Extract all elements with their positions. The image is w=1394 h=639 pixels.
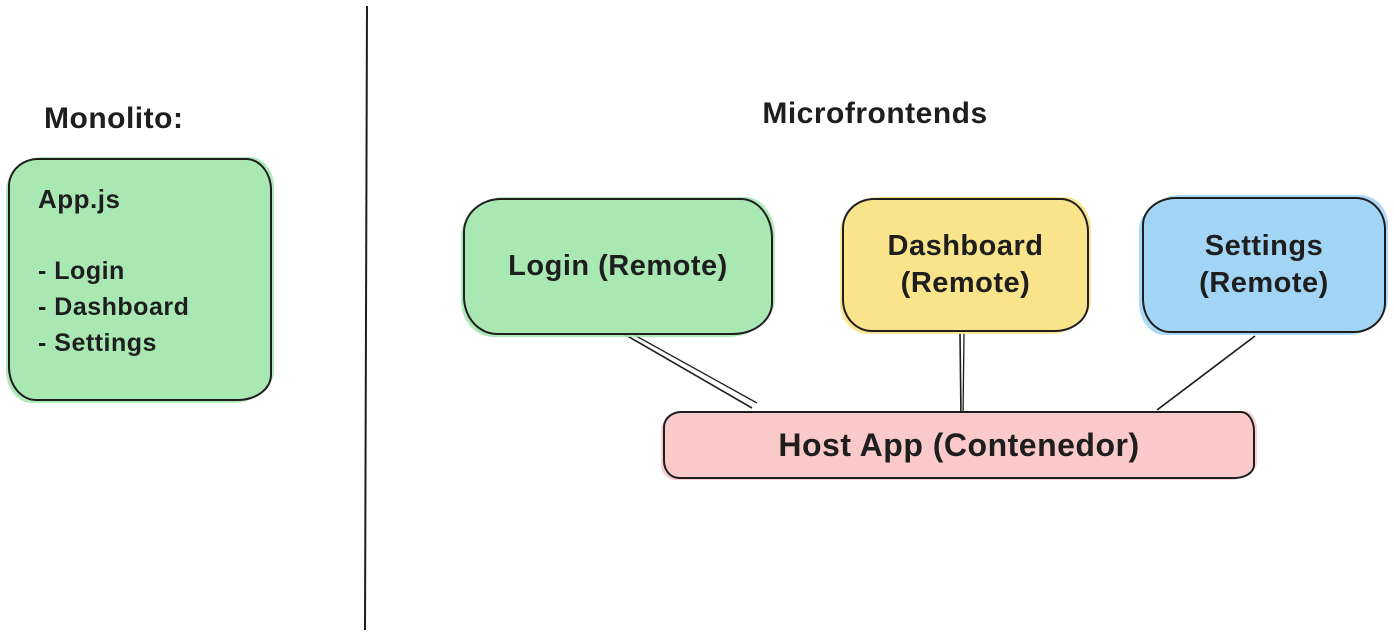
remote-box-settings: Settings (Remote): [1142, 197, 1386, 333]
monolith-list-item-settings: - Settings: [38, 329, 157, 357]
remote-box-dashboard-label: Dashboard (Remote): [887, 230, 1044, 299]
remote-box-dashboard: Dashboard (Remote): [842, 198, 1089, 332]
host-app-box-label: Host App (Contenedor): [778, 426, 1140, 463]
connector-dashboard-host: [959, 332, 965, 418]
host-app-box: Host App (Contenedor): [663, 411, 1255, 479]
connector-settings-host: [1156, 335, 1256, 411]
monolith-list-item-dashboard: - Dashboard: [38, 293, 190, 321]
monolith-section-title: Monolito:: [44, 102, 184, 135]
remote-box-settings-label: Settings (Remote): [1199, 230, 1329, 299]
monolith-feature-list: - Login - Dashboard - Settings: [38, 253, 242, 361]
monolith-box-title: App.js: [38, 184, 121, 214]
connector-login-host: [623, 331, 758, 409]
divider-line: [364, 5, 368, 631]
microfrontends-section-title: Microfrontends: [762, 97, 988, 130]
remote-box-login: Login (Remote): [463, 198, 773, 335]
monolith-list-item-login: - Login: [38, 257, 125, 285]
monolith-box: App.js - Login - Dashboard - Settings: [8, 158, 272, 401]
remote-box-login-label: Login (Remote): [508, 250, 728, 282]
